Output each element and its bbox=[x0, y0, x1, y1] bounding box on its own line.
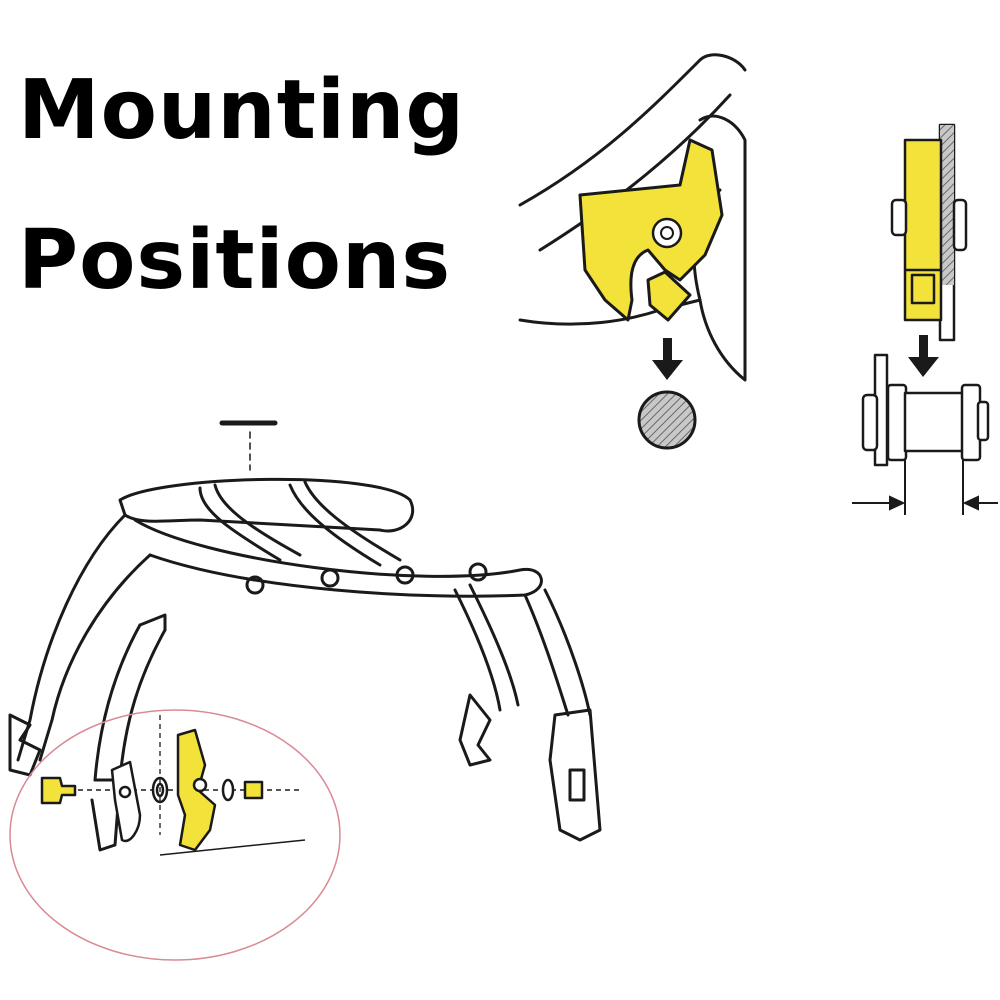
latch-detail-view bbox=[518, 53, 747, 382]
rack-tube-end bbox=[698, 53, 747, 72]
latch-hook bbox=[646, 270, 692, 322]
down-arrow-icon bbox=[908, 335, 939, 377]
yellow-latch bbox=[578, 138, 724, 322]
down-arrow-icon bbox=[652, 338, 683, 380]
title-line-1: Mounting bbox=[18, 63, 466, 158]
frame-tab bbox=[110, 760, 142, 843]
detail-highlight-circle bbox=[9, 709, 341, 961]
rod-cross-section bbox=[637, 390, 697, 450]
yellow-nut bbox=[243, 780, 264, 800]
mount-bracket bbox=[518, 114, 747, 382]
title-line-2: Positions bbox=[18, 213, 452, 308]
side-view-detail bbox=[890, 123, 968, 342]
spacer-bushing bbox=[861, 353, 990, 467]
mounting-hardware-exploded bbox=[40, 715, 306, 856]
luggage-rack bbox=[8, 420, 602, 852]
dimension-marker bbox=[852, 460, 998, 515]
yellow-bolt bbox=[40, 776, 77, 805]
side-bolt-head bbox=[890, 198, 908, 237]
